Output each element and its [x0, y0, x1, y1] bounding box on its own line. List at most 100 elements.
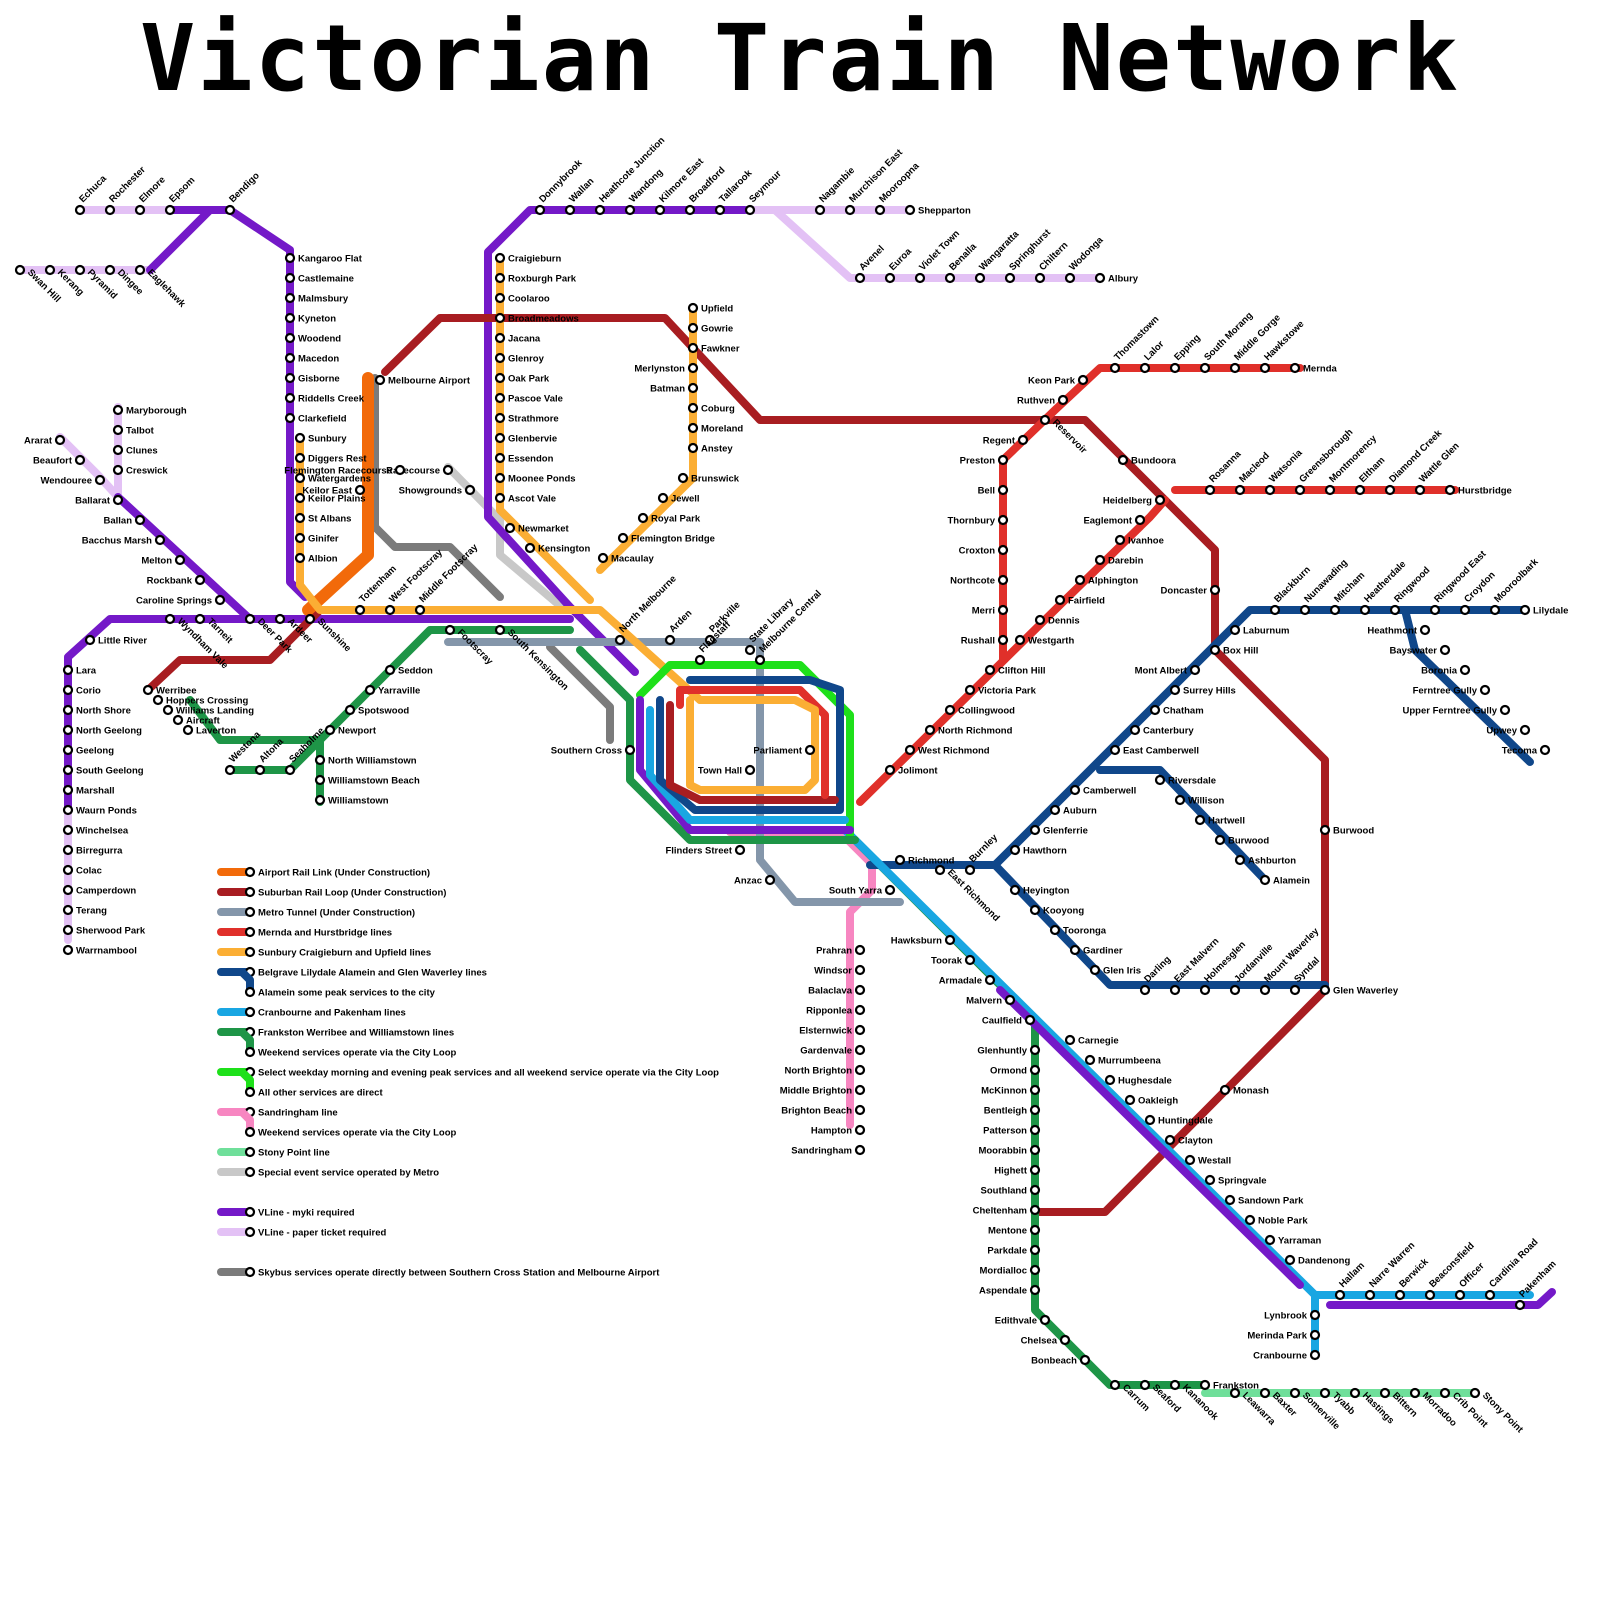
station-marker[interactable]: [1261, 364, 1269, 372]
station-marker[interactable]: [689, 424, 697, 432]
station[interactable]: Aspendale: [979, 1286, 1039, 1297]
station-marker[interactable]: [1441, 646, 1449, 654]
station[interactable]: Craigieburn: [496, 254, 562, 265]
station[interactable]: Malmsbury: [286, 294, 349, 305]
station[interactable]: Caroline Springs: [136, 596, 224, 607]
station-marker[interactable]: [906, 206, 914, 214]
station-marker[interactable]: [286, 374, 294, 382]
station-marker[interactable]: [689, 304, 697, 312]
station-marker[interactable]: [1031, 1286, 1039, 1294]
station[interactable]: Diggers Rest: [296, 454, 367, 465]
station[interactable]: Heatherdale: [1361, 559, 1408, 614]
station-marker[interactable]: [916, 274, 924, 282]
station-marker[interactable]: [746, 206, 754, 214]
station[interactable]: South Geelong: [64, 766, 144, 777]
station-marker[interactable]: [1081, 1356, 1089, 1364]
station-marker[interactable]: [1156, 496, 1164, 504]
station-marker[interactable]: [626, 206, 634, 214]
station-marker[interactable]: [1031, 1266, 1039, 1274]
station-marker[interactable]: [496, 274, 504, 282]
station-marker[interactable]: [1201, 986, 1209, 994]
station-marker[interactable]: [1031, 1146, 1039, 1154]
station-marker[interactable]: [999, 456, 1007, 464]
station-marker[interactable]: [1031, 1046, 1039, 1054]
station-marker[interactable]: [716, 206, 724, 214]
station[interactable]: Hampton: [811, 1126, 864, 1137]
station[interactable]: Mernda: [1291, 364, 1338, 375]
station-marker[interactable]: [856, 946, 864, 954]
station-marker[interactable]: [64, 866, 72, 874]
station-marker[interactable]: [64, 826, 72, 834]
station[interactable]: Bell: [978, 486, 1007, 497]
station-marker[interactable]: [1079, 376, 1087, 384]
station[interactable]: Bacchus Marsh: [82, 536, 164, 547]
station-marker[interactable]: [226, 206, 234, 214]
station[interactable]: Doncaster: [1161, 586, 1219, 597]
station-marker[interactable]: [496, 414, 504, 422]
station-marker[interactable]: [1031, 826, 1039, 834]
station[interactable]: Moreland: [689, 424, 743, 435]
station-marker[interactable]: [376, 376, 384, 384]
station-marker[interactable]: [1031, 1106, 1039, 1114]
station[interactable]: Burwood: [1321, 826, 1374, 837]
station-marker[interactable]: [1291, 986, 1299, 994]
station-marker[interactable]: [1421, 626, 1429, 634]
station-marker[interactable]: [1311, 1311, 1319, 1319]
station-marker[interactable]: [619, 534, 627, 542]
station-marker[interactable]: [76, 206, 84, 214]
station[interactable]: Seddon: [386, 666, 433, 677]
station[interactable]: Bayswater: [1389, 646, 1449, 657]
station[interactable]: Moorabbin: [978, 1146, 1039, 1157]
station-marker[interactable]: [746, 646, 754, 654]
station-marker[interactable]: [1111, 364, 1119, 372]
station-marker[interactable]: [1461, 606, 1469, 614]
station-marker[interactable]: [659, 494, 667, 502]
station[interactable]: Laburnum: [1231, 626, 1289, 637]
station-marker[interactable]: [496, 394, 504, 402]
station-marker[interactable]: [1471, 1389, 1479, 1397]
station[interactable]: Woodend: [286, 334, 341, 345]
station-marker[interactable]: [1171, 686, 1179, 694]
station-marker[interactable]: [1211, 646, 1219, 654]
station-marker[interactable]: [1286, 1256, 1294, 1264]
station-marker[interactable]: [316, 776, 324, 784]
station-marker[interactable]: [966, 686, 974, 694]
station-marker[interactable]: [1031, 906, 1039, 914]
station[interactable]: Upper Ferntree Gully: [1403, 706, 1510, 717]
station[interactable]: Ferntree Gully: [1413, 686, 1489, 697]
station-marker[interactable]: [1019, 436, 1027, 444]
station-marker[interactable]: [444, 466, 452, 474]
station-marker[interactable]: [1176, 796, 1184, 804]
station-marker[interactable]: [999, 576, 1007, 584]
station-marker[interactable]: [1166, 1136, 1174, 1144]
station[interactable]: Hughesdale: [1106, 1076, 1172, 1087]
station[interactable]: Wangaratta: [976, 228, 1022, 282]
station-marker[interactable]: [566, 206, 574, 214]
station[interactable]: Lynbrook: [1264, 1311, 1319, 1322]
station-marker[interactable]: [1446, 486, 1454, 494]
station[interactable]: Glenferrie: [1031, 826, 1088, 837]
station-marker[interactable]: [1426, 1291, 1434, 1299]
station-marker[interactable]: [1136, 516, 1144, 524]
station-marker[interactable]: [1271, 606, 1279, 614]
station-marker[interactable]: [536, 206, 544, 214]
station[interactable]: Thornbury: [948, 516, 1008, 527]
station-marker[interactable]: [184, 726, 192, 734]
station-marker[interactable]: [1171, 986, 1179, 994]
station[interactable]: St Albans: [296, 514, 351, 525]
station[interactable]: Rockbank: [147, 576, 204, 587]
station-marker[interactable]: [1311, 1331, 1319, 1339]
station[interactable]: Armadale: [939, 976, 994, 987]
station-marker[interactable]: [689, 364, 697, 372]
station-marker[interactable]: [496, 626, 504, 634]
station[interactable]: Ascot Vale: [496, 494, 556, 505]
station-marker[interactable]: [286, 414, 294, 422]
station-marker[interactable]: [1141, 986, 1149, 994]
station-marker[interactable]: [366, 686, 374, 694]
station-marker[interactable]: [1231, 986, 1239, 994]
station[interactable]: Sherwood Park: [64, 926, 146, 937]
station-marker[interactable]: [1126, 1096, 1134, 1104]
station-marker[interactable]: [1201, 1381, 1209, 1389]
station[interactable]: Caulfield: [982, 1016, 1034, 1027]
station-marker[interactable]: [64, 666, 72, 674]
